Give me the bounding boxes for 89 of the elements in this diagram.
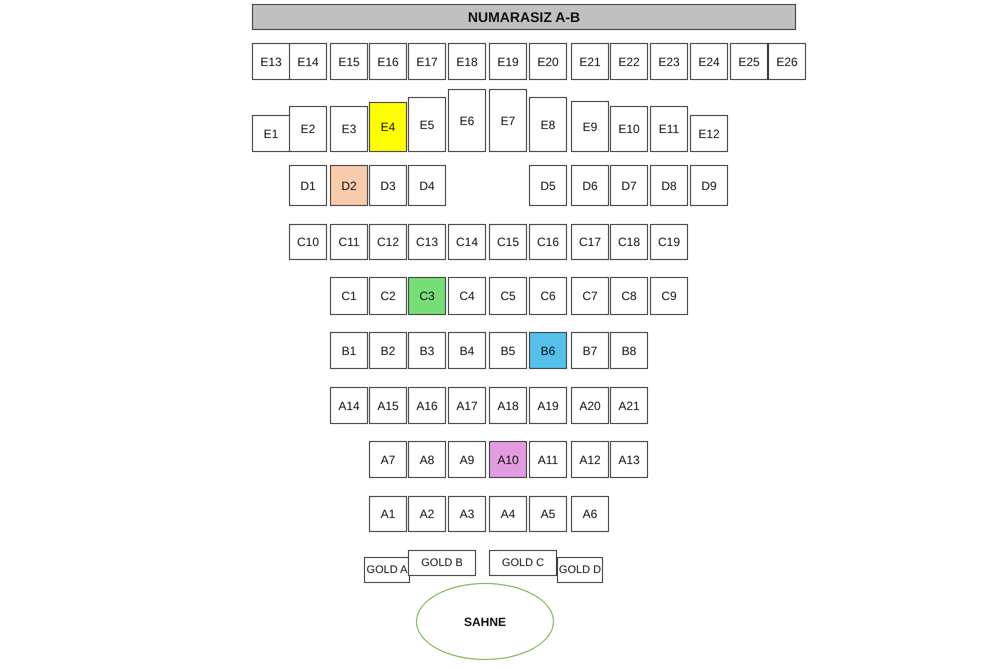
seat-box: C14 (448, 224, 486, 260)
seat-box: E7 (489, 89, 527, 152)
seat-box: A8 (408, 441, 446, 478)
seat-box: B2 (369, 332, 407, 369)
seat-box: E25 (730, 43, 768, 80)
seat-box: GOLD C (489, 550, 557, 576)
seat-box: E17 (408, 43, 446, 80)
seat-box: E3 (330, 106, 368, 152)
seat-box: E15 (330, 43, 368, 80)
seat-box: D1 (289, 165, 327, 206)
seat-box: E14 (289, 43, 327, 80)
seat-box: A6 (571, 496, 609, 532)
seat-box: E18 (448, 43, 486, 80)
section-banner: NUMARASIZ A-B (252, 4, 796, 30)
seat-box: A13 (610, 441, 648, 478)
seat-box: A20 (571, 387, 609, 424)
seat-box: C18 (610, 224, 648, 260)
seat-box: E16 (369, 43, 407, 80)
seat-box: C17 (571, 224, 609, 260)
seat-box: C15 (489, 224, 527, 260)
seat-box: E1 (252, 115, 290, 152)
seat-box: E5 (408, 97, 446, 152)
seat-box: B5 (489, 332, 527, 369)
seat-box: C2 (369, 277, 407, 315)
seat-box: C9 (650, 277, 688, 315)
seat-box: A9 (448, 441, 486, 478)
seat-box: D9 (690, 165, 728, 206)
seat-box: D8 (650, 165, 688, 206)
seat-box: A4 (489, 496, 527, 532)
seat-box: B4 (448, 332, 486, 369)
seat-box: E4 (369, 102, 407, 152)
seat-box: E20 (529, 43, 567, 80)
seat-box: E22 (610, 43, 648, 80)
seat-box: D7 (610, 165, 648, 206)
seat-box: D5 (529, 165, 567, 206)
seat-box: B6 (529, 332, 567, 369)
seat-box: C6 (529, 277, 567, 315)
seat-box: E10 (610, 106, 648, 152)
seat-box: A12 (571, 441, 609, 478)
seat-box: D2 (330, 165, 368, 206)
seat-box: E12 (690, 115, 728, 152)
seat-box: C8 (610, 277, 648, 315)
seat-box: B3 (408, 332, 446, 369)
seat-box: A17 (448, 387, 486, 424)
seat-box: A10 (489, 441, 527, 478)
seat-box: A3 (448, 496, 486, 532)
seat-box: GOLD D (557, 557, 603, 583)
seat-box: A2 (408, 496, 446, 532)
seat-box: A14 (330, 387, 368, 424)
stage-ellipse: SAHNE (416, 583, 554, 660)
seat-box: C13 (408, 224, 446, 260)
seat-box: E19 (489, 43, 527, 80)
seat-box: E21 (571, 43, 609, 80)
seat-box: A7 (369, 441, 407, 478)
seat-box: A1 (369, 496, 407, 532)
seat-box: E13 (252, 43, 290, 80)
seat-box: D4 (408, 165, 446, 206)
seat-box: A11 (529, 441, 567, 478)
seat-box: C1 (330, 277, 368, 315)
seat-box: C7 (571, 277, 609, 315)
seat-box: C12 (369, 224, 407, 260)
seat-box: A21 (610, 387, 648, 424)
seat-box: E2 (289, 106, 327, 152)
seat-box: E6 (448, 89, 486, 152)
seat-box: GOLD A (364, 557, 410, 583)
seat-box: B1 (330, 332, 368, 369)
seat-box: E24 (690, 43, 728, 80)
seat-box: B8 (610, 332, 648, 369)
seat-box: D6 (571, 165, 609, 206)
seat-box: C5 (489, 277, 527, 315)
seat-box: C3 (408, 277, 446, 315)
seat-box: E26 (768, 43, 806, 80)
seat-box: C16 (529, 224, 567, 260)
seat-box: C19 (650, 224, 688, 260)
seat-box: GOLD B (408, 550, 476, 576)
seat-box: E11 (650, 106, 688, 152)
seat-box: E23 (650, 43, 688, 80)
seat-box: C4 (448, 277, 486, 315)
seat-box: A5 (529, 496, 567, 532)
seat-box: E8 (529, 97, 567, 152)
seat-box: D3 (369, 165, 407, 206)
seat-box: C11 (330, 224, 368, 260)
seat-box: A15 (369, 387, 407, 424)
seat-box: A16 (408, 387, 446, 424)
seat-box: E9 (571, 101, 609, 152)
seat-box: C10 (289, 224, 327, 260)
seat-box: B7 (571, 332, 609, 369)
seat-box: A18 (489, 387, 527, 424)
seat-box: A19 (529, 387, 567, 424)
